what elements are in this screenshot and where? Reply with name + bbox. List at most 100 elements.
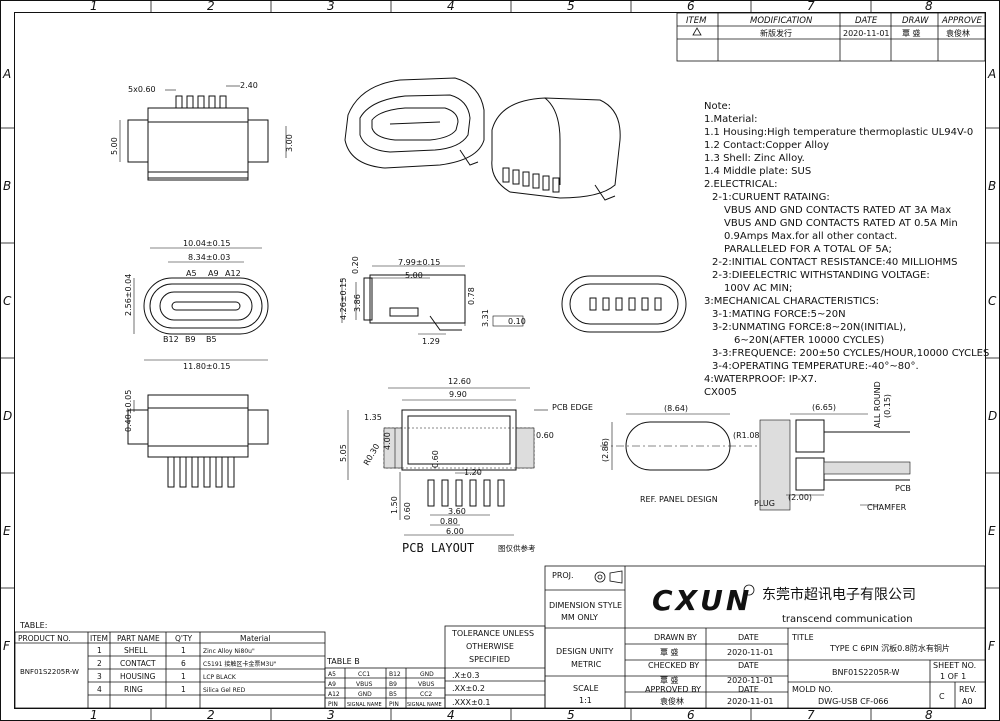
bom-material: Silica Gel RED	[203, 687, 246, 694]
row-label: B	[3, 179, 11, 193]
bom-header: Q'TY	[175, 634, 193, 643]
note-line: 2-3:DIEELECTRIC WITHSTANDING VOLTAGE:	[712, 270, 930, 281]
tolerance-block: TOLERANCE UNLESS OTHERWISE SPECIFIED .X±…	[444, 625, 546, 709]
dim-label: 0.80	[440, 517, 458, 526]
note-line: 2.ELECTRICAL:	[704, 179, 778, 190]
date-label: DATE	[738, 685, 759, 694]
dim-label: (2.00)	[788, 493, 812, 502]
row-label: D	[988, 409, 997, 423]
row-label: B	[988, 179, 996, 193]
design-unity-label: DESIGN UNITY	[556, 647, 613, 656]
dim-label: 5.00	[405, 271, 423, 280]
bom-qty: 6	[181, 659, 186, 668]
dim-label: (2.86)	[601, 438, 610, 462]
dim-label: 9.90	[449, 390, 467, 399]
pcb-layout-note: 图仅供参考	[498, 543, 536, 553]
dim-label: (R1.08)	[733, 431, 763, 440]
note-line: 3:MECHANICAL CHARACTERISTICS:	[704, 296, 879, 307]
pcb-layout-title: PCB LAYOUT	[402, 541, 474, 555]
rev-date: 2020-11-01	[843, 29, 890, 38]
dim-label: 0.20	[351, 256, 360, 274]
date-value: 2020-11-01	[727, 676, 774, 685]
table-b-cell: GND	[358, 691, 372, 698]
approved-by-value: 袁俊林	[660, 696, 684, 706]
design-unity-value: METRIC	[571, 660, 602, 669]
dim-label: 0.10	[508, 317, 526, 326]
note-line: 1.4 Middle plate: SUS	[704, 166, 811, 177]
dim-label: 1.35	[364, 413, 382, 422]
col-label: 1	[90, 0, 98, 13]
note-line: 3-4:OPERATING TEMPERATURE:-40°~80°.	[712, 361, 919, 372]
col-label: 2	[207, 0, 215, 13]
drawing-title: TYPE C 6PIN 沉板0.8防水有铜片	[829, 643, 950, 653]
col-label: 4	[447, 0, 455, 13]
dimension-style-label: DIMENSION STYLE	[549, 601, 622, 610]
dim-label: 3.31	[481, 309, 490, 327]
dim-label: 1.20	[464, 468, 482, 477]
table-b-cell: A5	[328, 671, 336, 678]
bom-item: 4	[97, 685, 102, 694]
side-view: 7.99±0.15 5.00 0.20 4.26±0.15 3.86 3.31 …	[339, 256, 526, 346]
table-b-cell: B12	[389, 671, 401, 678]
pin-label: A9	[208, 269, 219, 278]
col-label: 2	[207, 708, 215, 721]
notes: Note: 1.Material: 1.1 Housing:High tempe…	[704, 101, 989, 398]
drawn-by-label: DRAWN BY	[654, 633, 697, 642]
col-label: 8	[925, 0, 933, 13]
date-value: 2020-11-01	[727, 648, 774, 657]
bom-qty: 1	[181, 646, 186, 655]
dim-label: (6.65)	[812, 403, 836, 412]
sheet-label: SHEET NO.	[933, 661, 976, 670]
title-label: TITLE	[791, 633, 814, 642]
pin-label: B9	[185, 335, 196, 344]
note-line: 4:WATERPROOF: IP-X7.	[704, 374, 817, 385]
col-label: 1	[90, 708, 98, 721]
bom-item: 1	[97, 646, 102, 655]
note-line: VBUS AND GND CONTACTS RATED AT 3A Max	[724, 205, 951, 216]
dim-label: 5.05	[339, 444, 348, 462]
note-line: 1.2 Contact:Copper Alloy	[704, 140, 829, 151]
dim-label: 0.78	[467, 287, 476, 305]
dim-label: 2.56±0.04	[124, 274, 133, 316]
registered-icon	[743, 584, 755, 596]
row-label: E	[988, 524, 996, 538]
rev-header-mod: MODIFICATION	[750, 16, 813, 26]
dim-label: 1.29	[422, 337, 440, 346]
dim-label: 0.60	[536, 431, 554, 440]
rev-modification: 新版发行	[760, 28, 792, 38]
dim-label: 7.99±0.15	[398, 258, 440, 267]
bom-header: ITEM	[90, 634, 108, 643]
checked-by-value: 覃 盛	[660, 675, 679, 685]
note-line: 100V AC MIN;	[724, 283, 792, 294]
note-line: CX005	[704, 387, 737, 398]
table-b-cell: B5	[389, 691, 397, 698]
mold-no-label: MOLD NO.	[792, 685, 833, 694]
bom-material: C5191 接触区卡金票M3U"	[203, 660, 277, 668]
bom-name: CONTACT	[120, 659, 156, 668]
row-label: F	[3, 639, 11, 653]
dim-label: 5.00	[110, 137, 119, 155]
table-b-title: TABLE B	[326, 657, 360, 666]
note-line: 3-3:FREQUENCE: 200±50 CYCLES/HOUR,10000 …	[712, 348, 989, 359]
note-line: 1.1 Housing:High temperature thermoplast…	[704, 127, 973, 138]
note-line: 1.Material:	[704, 114, 758, 125]
bom-item: 3	[97, 672, 102, 681]
row-label: F	[988, 639, 996, 653]
section-view: (6.65) ALL ROUND (0.15) (2.00) PLUG PCB …	[754, 381, 911, 512]
col-label: 8	[925, 708, 933, 721]
dim-label: (8.64)	[664, 404, 688, 413]
dim-label: 12.60	[448, 377, 471, 386]
table-b-cell: PIN	[328, 701, 338, 708]
isometric-view-rear	[491, 97, 621, 201]
dim-label: 0.60	[431, 450, 440, 468]
col-label: 6	[687, 0, 695, 13]
col-label: 5	[567, 708, 575, 721]
dim-label: 3.00	[285, 134, 294, 152]
bom-header: PRODUCT NO.	[18, 634, 71, 643]
company-name-en: transcend communication	[782, 614, 913, 625]
note-line: 6~20N(AFTER 10000 CYCLES)	[734, 335, 884, 346]
dimension-style-value: MM ONLY	[561, 613, 598, 622]
note-line: Note:	[704, 101, 731, 112]
date-value: 2020-11-01	[727, 697, 774, 706]
scale-value: 1:1	[579, 696, 592, 705]
